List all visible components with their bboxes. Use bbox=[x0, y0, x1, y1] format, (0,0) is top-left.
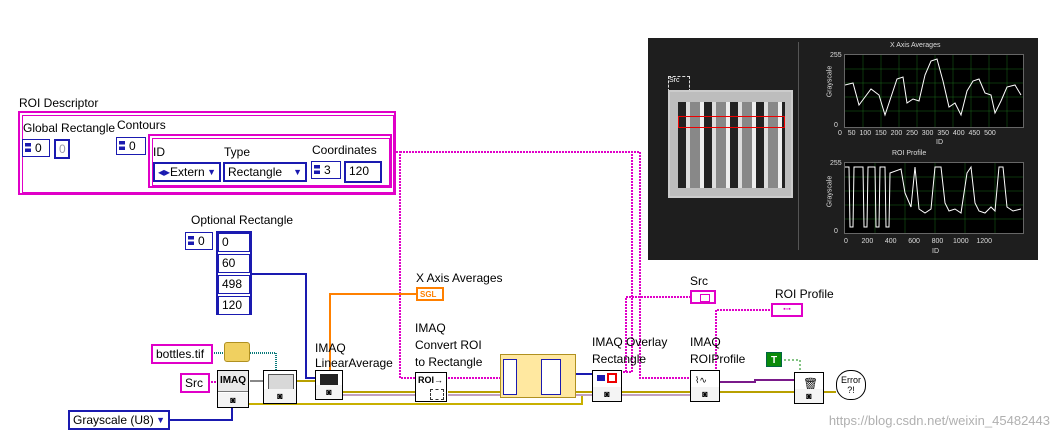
trash-icon: 🗑 bbox=[803, 377, 819, 391]
imaq-convert-roi-vi[interactable]: ROI→ bbox=[415, 372, 447, 402]
type-dropdown-icon[interactable]: ▼ bbox=[293, 167, 302, 177]
graph2-xticks: 0 200 400 600 800 1000 1200 bbox=[844, 238, 992, 245]
optional-rectangle-index[interactable]: 0 bbox=[185, 232, 213, 250]
imaq-create-status-icon: ◙ bbox=[218, 393, 248, 407]
overlay-roi-rectangle bbox=[678, 116, 785, 128]
imaq-dispose-vi[interactable]: 🗑 ◙ bbox=[794, 372, 824, 404]
id-value: Extern bbox=[170, 165, 205, 179]
front-panel-preview: Src X Axis Averages Grayscale 0 50 100 1… bbox=[648, 38, 1038, 260]
linear-average-icon bbox=[320, 374, 338, 386]
true-constant[interactable]: T bbox=[766, 352, 782, 367]
grayscale-enum[interactable]: Grayscale (U8) ▼ bbox=[68, 410, 170, 430]
optional-rectangle-left[interactable]: 0 bbox=[218, 233, 250, 252]
graph1-ylabel: Grayscale bbox=[826, 65, 834, 98]
roi-text-icon: ROI→ bbox=[418, 375, 444, 385]
bottles-path-constant[interactable]: bottles.tif bbox=[151, 344, 213, 364]
roiprofile-status-icon: ◙ bbox=[691, 387, 719, 401]
imaq-convert-roi-label-2: Convert ROI bbox=[415, 338, 482, 352]
imaq-linear-average-vi[interactable]: ◙ bbox=[315, 370, 343, 400]
optional-rectangle-right[interactable]: 498 bbox=[218, 275, 250, 294]
roi-profile-label: ROI Profile bbox=[775, 287, 834, 301]
roi-profile-indicator[interactable]: ▪▫▪ bbox=[771, 303, 803, 317]
type-enum[interactable]: Rectangle ▼ bbox=[223, 162, 307, 182]
graph1-xticks: 0 50 100 150 200 250 300 350 400 450 500 bbox=[838, 130, 996, 137]
overlay-status-icon: ◙ bbox=[593, 387, 621, 401]
read-file-status-icon: ◙ bbox=[264, 389, 296, 403]
imaq-create-title: IMAQ bbox=[218, 371, 248, 392]
imaq-overlay-label-2: Rectangle bbox=[592, 352, 647, 366]
imaq-linear-average-label-1: IMAQ bbox=[315, 341, 346, 355]
watermark: https://blog.csdn.net/weixin_45482443 bbox=[828, 413, 1050, 428]
id-enum[interactable]: ◂▸Extern ▼ bbox=[153, 162, 221, 182]
optional-rectangle-label: Optional Rectangle bbox=[191, 213, 294, 227]
rectangle-icon bbox=[430, 389, 444, 400]
graph2-plot-area[interactable] bbox=[844, 162, 1024, 234]
global-rectangle-label: Global Rectangle bbox=[23, 121, 116, 135]
unbundle-cluster-node[interactable] bbox=[500, 354, 576, 398]
folder-icon[interactable] bbox=[224, 342, 250, 362]
linear-average-status-icon: ◙ bbox=[316, 385, 342, 399]
graph1-title: X Axis Averages bbox=[890, 42, 941, 49]
imaq-roiprofile-label-1: IMAQ bbox=[690, 335, 721, 349]
overlay-blue-icon bbox=[597, 375, 605, 381]
global-rectangle-element[interactable]: 0 bbox=[54, 139, 70, 159]
graph2-title: ROI Profile bbox=[892, 150, 927, 157]
graph1-ytick-top: 255 bbox=[830, 52, 842, 59]
imaq-overlay-label-1: IMAQ Overlay bbox=[592, 335, 668, 349]
coordinates-value[interactable]: 120 bbox=[344, 161, 382, 183]
id-label: ID bbox=[153, 145, 165, 159]
x-axis-averages-label: X Axis Averages bbox=[416, 271, 503, 285]
src-image-display[interactable] bbox=[668, 90, 793, 198]
imaq-convert-roi-label-1: IMAQ bbox=[415, 321, 446, 335]
src-top-label: Src bbox=[690, 274, 708, 288]
src-image-indicator[interactable] bbox=[690, 290, 716, 304]
optional-rectangle-bottom[interactable]: 120 bbox=[218, 296, 250, 315]
global-rectangle-index[interactable]: 0 bbox=[22, 139, 50, 157]
graph1-xlabel: ID bbox=[936, 139, 943, 146]
imaq-roiprofile-vi[interactable]: ⌇∿ ◙ bbox=[690, 370, 720, 402]
coordinates-label: Coordinates bbox=[312, 143, 377, 157]
coordinates-index[interactable]: 3 bbox=[311, 161, 341, 179]
dispose-status-icon: ◙ bbox=[795, 389, 823, 403]
id-dropdown-icon[interactable]: ▼ bbox=[207, 167, 216, 177]
graph2-xlabel: ID bbox=[932, 248, 939, 255]
contours-index[interactable]: 0 bbox=[116, 137, 146, 155]
roiprofile-wave-icon: ⌇∿ bbox=[695, 375, 707, 385]
graph1-plot-area[interactable] bbox=[844, 54, 1024, 128]
disk-image-icon bbox=[268, 374, 294, 390]
imaq-read-file-vi[interactable]: ◙ bbox=[263, 370, 297, 404]
bottles-image bbox=[678, 102, 785, 188]
graph1-svg bbox=[844, 55, 1023, 127]
imaq-convert-roi-label-3: to Rectangle bbox=[415, 355, 483, 369]
grayscale-dropdown-icon[interactable]: ▼ bbox=[156, 415, 165, 425]
graph2-ylabel: Grayscale bbox=[826, 175, 834, 208]
error-handler-vi[interactable]: Error ?! bbox=[836, 370, 866, 400]
imaq-roiprofile-label-2: ROIProfile bbox=[690, 352, 746, 366]
imaq-create-vi[interactable]: IMAQ ◙ bbox=[217, 370, 249, 408]
type-value: Rectangle bbox=[228, 165, 283, 179]
type-label: Type bbox=[224, 145, 251, 159]
imaq-linear-average-label-2: LinearAverage bbox=[315, 356, 393, 370]
contours-label: Contours bbox=[117, 118, 166, 132]
graph1-ytick-bottom: 0 bbox=[834, 122, 838, 129]
roi-descriptor-label: ROI Descriptor bbox=[19, 96, 99, 110]
overlay-red-rect-icon bbox=[607, 373, 617, 383]
graph2-ytick-top: 255 bbox=[830, 160, 842, 167]
src-string-constant[interactable]: Src bbox=[180, 373, 210, 393]
graph2-ytick-bottom: 0 bbox=[834, 228, 838, 235]
contours-cluster[interactable] bbox=[148, 134, 392, 188]
id-enum-icon: ◂▸ bbox=[158, 165, 171, 179]
imaq-overlay-rectangle-vi[interactable]: ◙ bbox=[592, 370, 622, 402]
graph2-svg bbox=[845, 163, 1023, 233]
grayscale-value: Grayscale (U8) bbox=[73, 413, 154, 427]
x-axis-averages-indicator[interactable]: SGL bbox=[416, 287, 444, 301]
optional-rectangle-top[interactable]: 60 bbox=[218, 254, 250, 273]
